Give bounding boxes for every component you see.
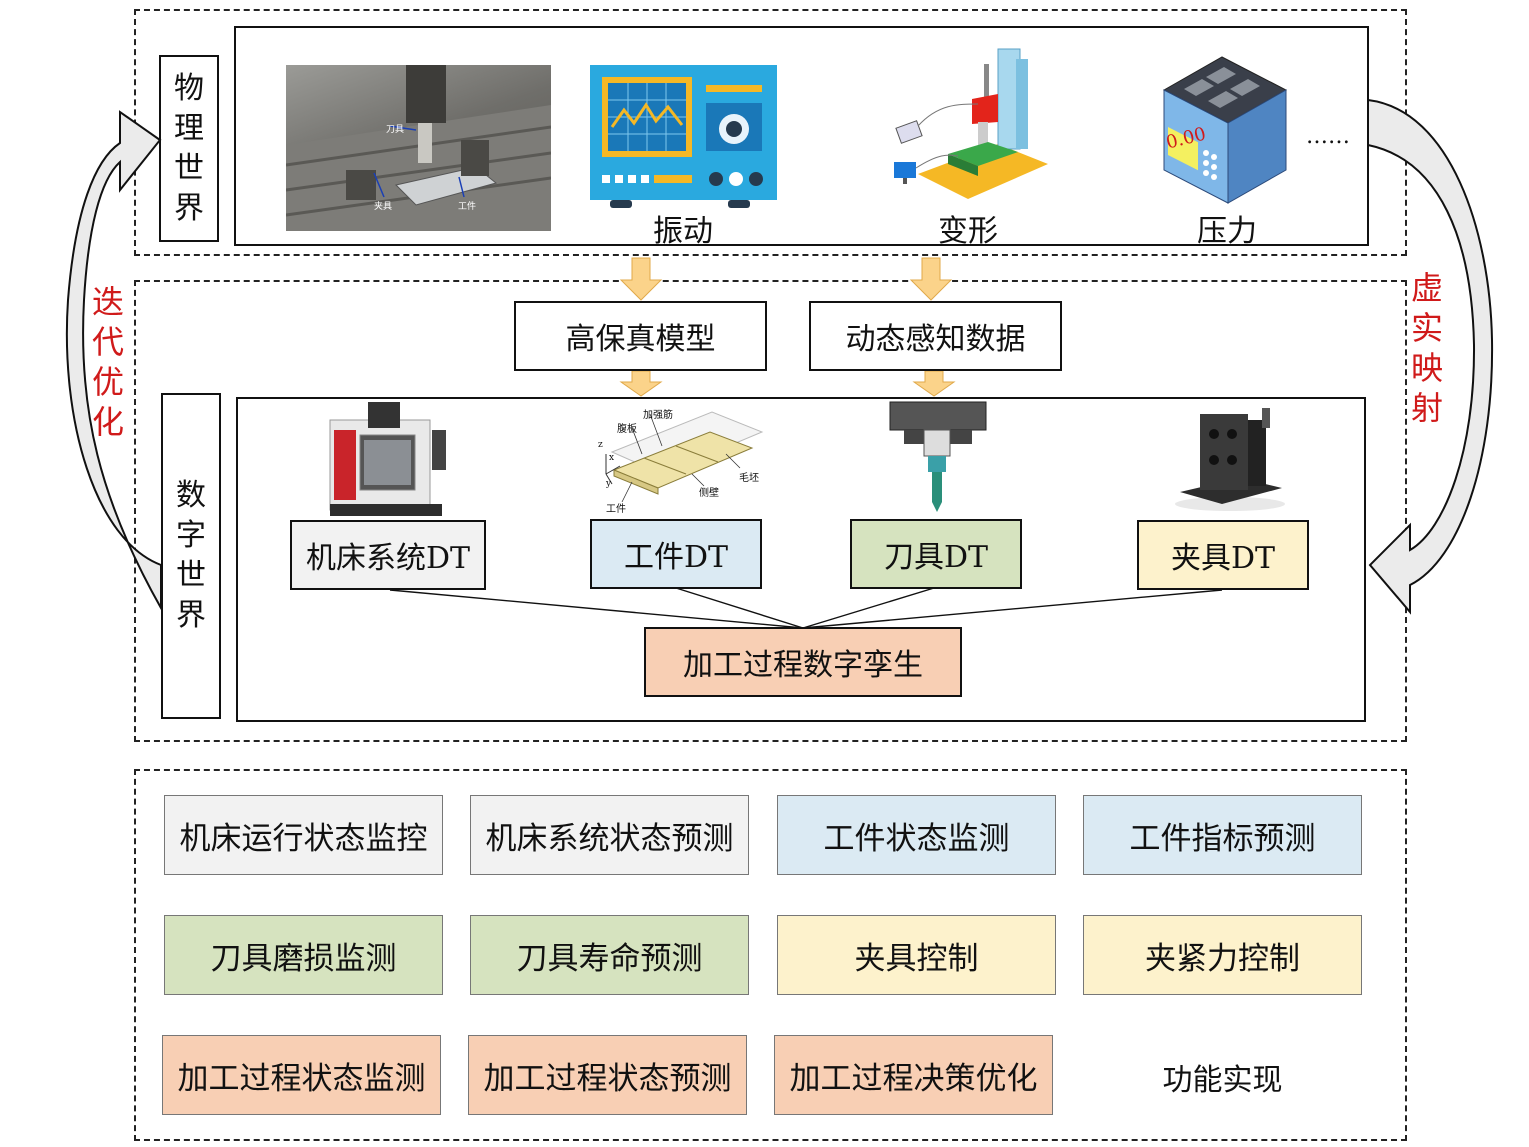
label-web: 腹板: [617, 424, 637, 435]
fixture-icon: [1175, 408, 1285, 511]
dynamic-sensing-data-box: 动态感知数据: [809, 301, 1062, 371]
caption-deformation: 变形: [938, 214, 998, 249]
deformation-rig-icon: [894, 48, 1048, 199]
machining-digital-twin-box: 加工过程数字孪生: [644, 627, 962, 697]
function-machine-monitoring: 机床运行状态监控: [164, 795, 443, 875]
function-clamping-force-control: 夹紧力控制: [1083, 915, 1362, 995]
machine-tool-icon: [329, 402, 446, 516]
function-fixture-control: 夹具控制: [777, 915, 1056, 995]
workpiece-model-icon: [605, 411, 764, 503]
label-workpiece-small: 工件: [606, 504, 626, 515]
iterative-optimization-arrow: [65, 110, 162, 612]
fixture-dt-box: 夹具DT: [1137, 520, 1309, 590]
machining-photo: 刀具 夹具 工件: [286, 65, 551, 231]
oscilloscope-icon: [590, 65, 777, 208]
virtual-real-mapping-label: 虚 实 映 射: [1410, 269, 1443, 427]
axis-label-z: z: [598, 440, 603, 450]
label-blank: 毛坯: [739, 473, 759, 484]
photo-label-tool: 刀具: [386, 125, 405, 135]
down-arrow-model-bottom: [619, 370, 663, 397]
link-fixture-twin: [802, 589, 1223, 629]
function-workpiece-monitoring: 工件状态监测: [777, 795, 1056, 875]
photo-label-workpiece: 工件: [458, 202, 477, 212]
cutting-tool-icon: [889, 401, 987, 512]
down-arrow-sensing-top: [909, 257, 953, 301]
digital-world-label: 数 字 世 界: [161, 393, 221, 719]
digital-world-panel: [236, 397, 1366, 722]
function-tool-life-prediction: 刀具寿命预测: [470, 915, 749, 995]
label-rib: 加强筋: [643, 410, 673, 421]
function-machine-prediction: 机床系统状态预测: [470, 795, 749, 875]
axis-label-x: x: [609, 453, 615, 463]
workpiece-dt-box: 工件DT: [590, 519, 762, 589]
machine-dt-box: 机床系统DT: [290, 520, 486, 590]
function-realization-label: 功能实现: [1162, 1063, 1283, 1098]
photo-label-fixture: 夹具: [374, 202, 393, 212]
function-process-monitoring: 加工过程状态监测: [162, 1035, 441, 1115]
function-workpiece-prediction: 工件指标预测: [1083, 795, 1362, 875]
virtual-real-mapping-arrow: [1367, 98, 1494, 615]
pressure-sensor-icon: [1162, 56, 1288, 204]
ellipsis: ……: [1306, 124, 1350, 149]
iterative-optimization-label: 迭 代 优 化: [91, 283, 124, 441]
caption-vibration: 振动: [653, 214, 713, 249]
function-process-prediction: 加工过程状态预测: [468, 1035, 747, 1115]
link-workpiece-twin: [675, 587, 804, 629]
function-tool-wear-monitoring: 刀具磨损监测: [164, 915, 443, 995]
down-arrow-model-top: [619, 257, 663, 301]
function-section: [134, 769, 1407, 1141]
machining-photo-illustration: [286, 65, 551, 231]
physical-world-label: 物 理 世 界: [159, 55, 219, 242]
caption-pressure: 压力: [1197, 214, 1257, 249]
function-process-decision-optimization: 加工过程决策优化: [774, 1035, 1053, 1115]
down-arrow-sensing-bottom: [912, 370, 956, 397]
label-side-wall: 侧壁: [699, 488, 719, 499]
high-fidelity-model-box: 高保真模型: [514, 301, 767, 371]
axis-label-y: y: [606, 479, 612, 489]
link-tool-twin: [802, 587, 935, 629]
tool-dt-box: 刀具DT: [850, 519, 1022, 589]
digital-section: [134, 280, 1407, 742]
link-machine-twin: [389, 589, 804, 629]
